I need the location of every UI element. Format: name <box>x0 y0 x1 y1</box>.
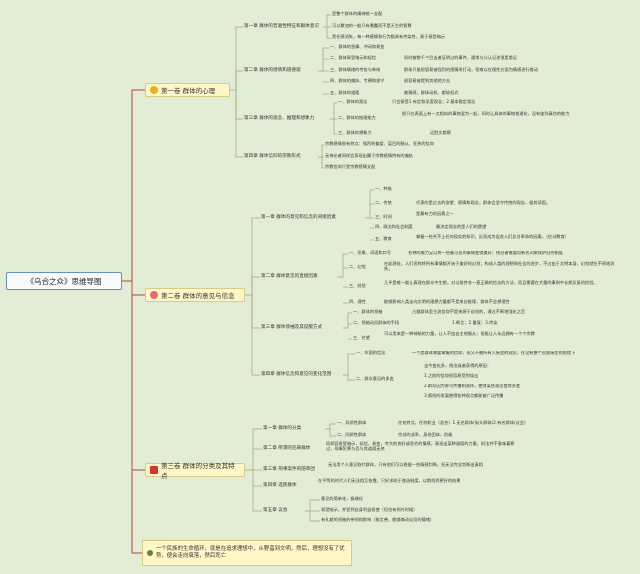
vol2-ch4-item: 二、群众意见的多变 <box>356 376 394 381</box>
vol2-ch3-item: 一、群体的领袖 <box>353 309 383 314</box>
vol1-ch2-item: 一、群体的急躁、冲动和易变 <box>330 44 385 49</box>
vol1-ch1-item: 责任感消失，每一种感情和行为都具有传染性，易于接受暗示 <box>332 34 446 39</box>
vol2-ch2-detail: 能够影响人类走向文明的理想力量都不是来自推理，群体不会想理性 <box>384 299 510 304</box>
vol2-ch1-item: 一、种族 <box>375 186 392 191</box>
volume-1-title: 第一卷 群体的心理 <box>161 87 216 95</box>
vol2-ch3-detail: 1.断言；2.重复；3.传染 <box>452 320 498 325</box>
vol2-ch1-item: 四、政治和社会制度 <box>375 224 413 229</box>
volume-3-node[interactable]: 第三卷 群体的分类及其特点 <box>145 462 245 480</box>
star-icon <box>150 86 158 94</box>
vol1-ch2-detail: 群体只能很容易被强烈的感情所打动，但难以在理性方面为情感进行推动 <box>404 67 539 72</box>
vol3-ch4-title[interactable]: 第四章 选民群体 <box>263 483 297 488</box>
vol2-ch3-item: 二、领袖动员群体的手段 <box>353 320 400 325</box>
vol2-ch1-item: 三、时间 <box>375 214 392 219</box>
vol1-ch4-title[interactable]: 第四章 群体信仰的宗教形式 <box>244 154 301 159</box>
vol2-ch4-item: 一、牢固的信念 <box>356 350 386 355</box>
vol3-ch1-detail: 宗派的派系，身份团体，阶级 <box>398 432 453 437</box>
vol3-ch3-detail: 无法用个人意见取代群体，只有他们可以根据一些情感判断，但无法完全判断出真相 <box>328 462 483 467</box>
vol3-ch5-item: 意见的简单化，极端化 <box>321 496 363 501</box>
vol1-ch3-detail: 远胜文都感 <box>430 130 451 135</box>
vol3-ch2-detail: 同样容易受暗示，轻信，易变，夸大的良好或恶劣的情感，表现出某种道德的力量，刑法并… <box>326 441 515 451</box>
vol2-ch1-detail: 掌握一些共不上任何现实的知识，反而成为促进人们反对革命的因素。（应试教育） <box>416 234 569 239</box>
vol1-ch3-item: 二、群体的推理能力 <box>338 115 376 120</box>
vol3-ch1-item: 二、同质性群体 <box>337 432 367 437</box>
vol3-ch1-item: 一、异质性群体 <box>337 420 367 425</box>
vol2-ch3-title[interactable]: 第三章 群体领袖及其说服方式 <box>261 325 323 330</box>
vol1-ch3-item: 三、群体的想象力 <box>338 130 372 135</box>
vol3-ch1-title[interactable]: 第一章 群体的分类 <box>263 426 302 431</box>
conclusion-text: 一个民族的生命循环，就是在追求理想中，从野蛮到文明，然后，理想没有了优势，便会走… <box>156 545 345 559</box>
vol2-ch2-item: 四、理性 <box>349 299 366 304</box>
vol3-ch3-title[interactable]: 第三章 刑事案件的陪审团 <box>263 467 315 472</box>
vol2-ch1-title[interactable]: 第一章 群体的意见和信念的间接因素 <box>261 215 336 220</box>
vol2-ch2-detail: 几乎是唯一能让真理在群众中生根，对以前并非一直正确的信念的方法，而且需要在大量的… <box>384 280 598 285</box>
vol1-ch2-item: 三、群体情绪的夸张与单纯 <box>330 67 381 72</box>
flag-icon <box>150 466 158 474</box>
vol1-ch4-item: 宗教信仰只受宗教感情支配 <box>325 164 376 169</box>
vol1-ch2-item: 二、群体易受暗示和轻信 <box>330 55 377 60</box>
volume-2-title: 第二卷 群体的意见与信念 <box>161 292 235 300</box>
vol2-ch1-item: 五、教育 <box>375 236 392 241</box>
vol2-ch3-detail: 占据群体里主流信仰不是来源于自觉的，通过不断地强化之后 <box>412 309 526 314</box>
volume-3-title: 第三卷 群体的分类及其特点 <box>161 462 235 480</box>
vol1-ch3-detail: 只会接受1.有定和深度观念；2.基本稳定观念 <box>392 99 476 104</box>
vol2-ch4-detail: 1.之前的信仰很容易受到攻击 <box>424 373 479 378</box>
vol2-ch3-detail: 可以用来是一种神秘的力量，让人不由自主地服从；但能让人永远拥有一个个宗教 <box>384 331 535 336</box>
vol2-ch1-detail: 代表的是过去的欲望、感情和观念，群体会坚守传统的观念，极其顽固。 <box>416 200 551 205</box>
vol2-ch2-detail: 名称的威力足以将一些最可恶的事情变得美好；统治者需要用新名词来保护旧的制度 <box>408 251 563 255</box>
vol2-ch4-detail: 2.群众因为参与传播和选择，使得某些观念变得多变 <box>424 384 521 388</box>
vol2-ch2-item: 三、经验 <box>349 283 366 288</box>
vol1-ch4-item: 宗教感情很有特点：强烈的偏爱、盲目的服从、狂热的信仰 <box>325 141 434 146</box>
vol1-ch2-detail: 同时被数千个目击者证明过的事件，通常与公认记述很是差远 <box>404 55 518 60</box>
vol2-ch3-item: 三、名望 <box>353 335 370 340</box>
vol1-ch2-item: 五、群体的道德 <box>330 90 360 95</box>
vol2-ch1-detail: 是最有力的因素之一 <box>416 211 454 216</box>
vol1-ch4-item: 无神论者同样会表现出属于宗教感情特有的偏执 <box>325 153 413 158</box>
vol2-ch1-item: 二、传统 <box>375 200 392 205</box>
vol3-ch4-detail: 在平等的时代人们无法相互依靠，只好求助于普选制度，以期找到更好的结果 <box>318 478 461 483</box>
vol2-ch1-detail: 最决定观念的是人们的愿望 <box>436 224 487 229</box>
vol2-ch4-title[interactable]: 第四章 群体信念和意见的变化范围 <box>261 372 332 377</box>
root-node[interactable]: 《乌合之众》思维导图 <box>6 272 122 290</box>
vol2-ch4-detail: 当今变化多，统治或者获得的原因： <box>424 363 492 368</box>
vol3-ch2-title[interactable]: 第二章 所谓的犯罪群体 <box>263 446 311 451</box>
vol3-ch5-item: 易受暗示，并受到自身利益驱使（但也有例外时候） <box>321 507 418 512</box>
vol1-ch2-detail: 被情感、群体动机、都较低式 <box>404 90 459 95</box>
vol3-ch5-item: 有礼貌的领袖的带领和影响（能言善，能够煽动议员的情绪） <box>321 517 435 522</box>
vol1-ch2-detail: 很容易被提到其他地方去 <box>404 78 451 83</box>
conclusion-note[interactable]: 一个民族的生命循环，就是在追求理想中，从野蛮到文明，然后，理想没有了优势，便会走… <box>142 540 352 566</box>
vol3-ch1-detail: 任何特点，任何职业（混合）1.无名群体(街头群体)2.有名群体(议会) <box>398 420 526 425</box>
vol2-ch2-item: 二、幻觉 <box>349 264 366 269</box>
vol1-ch1-item: 受整个群体的精神统一支配 <box>332 11 383 16</box>
vol1-ch1-item: 可以聚加的一般只有愚蠢而不是天生的智慧 <box>332 23 412 28</box>
vol2-ch4-detail: 一个是群体需要掌握的信仰，但又不被所有人接受的观念，在没有整个民族接受的前提下 <box>412 351 576 355</box>
vol1-ch3-item: 一、群体的观念 <box>338 99 368 104</box>
heart-icon <box>150 291 158 299</box>
vol1-ch3-title[interactable]: 第三章 群体的观念、推理和想象力 <box>244 116 315 121</box>
vol1-ch1-title[interactable]: 第一章 群体的普遍性特征和群体意识 <box>244 24 319 29</box>
volume-2-node[interactable]: 第二卷 群体的意见与信念 <box>145 288 245 302</box>
bullet-icon <box>147 550 153 556</box>
volume-1-node[interactable]: 第一卷 群体的心理 <box>145 83 230 97</box>
vol1-ch3-detail: 即只在表面上有一点相似的事物混为一起，同时让具体的事物普通化，没有鉴别真伪的能力 <box>402 111 570 116</box>
vol3-ch5-title[interactable]: 第五章 议会 <box>263 508 288 513</box>
vol2-ch2-item: 一、形象、词语和口号 <box>349 250 391 255</box>
vol1-ch2-item: 四、群体的偏执、专横和保守 <box>330 78 385 83</box>
vol1-ch2-title[interactable]: 第二章 群体的感情和道德观 <box>244 68 301 73</box>
vol2-ch2-detail: 在起源处，人们宣称将所有事情都开始于美好的幻觉；构成人类的理想和社会的进步，不过… <box>384 261 615 271</box>
vol2-ch4-detail: 3.报纸的发展使得各种观点都能被广泛传播 <box>424 393 504 398</box>
vol2-ch2-title[interactable]: 第二章 群体意见的直接因素 <box>261 274 318 279</box>
